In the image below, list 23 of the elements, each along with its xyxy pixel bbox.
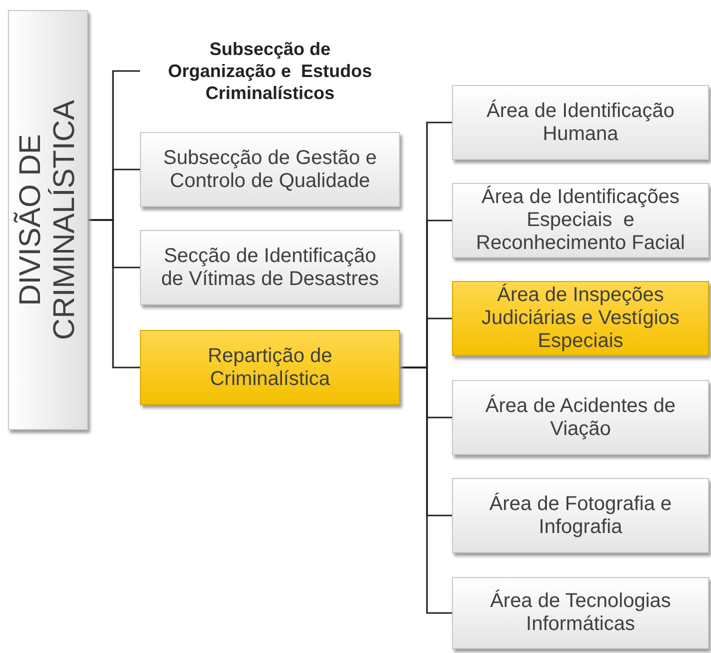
unit-box	[452, 85, 709, 160]
unit-label: Área de Inspeções Judiciárias e Vestígios Especiais	[480, 284, 680, 353]
unit-label: Área de Tecnologias Informáticas	[489, 590, 672, 636]
division-box	[8, 10, 88, 430]
connector-line	[400, 366, 452, 614]
unit-box	[452, 478, 709, 553]
connector-line	[88, 219, 140, 368]
unit-box	[452, 380, 709, 455]
unit-box	[140, 132, 400, 207]
highlighted-unit-box	[140, 330, 400, 405]
unit-box	[140, 230, 400, 305]
section-heading: Subsecção de Organização e Estudos Criminalísticos	[166, 38, 374, 104]
unit-label: Área de Acidentes de Viação	[484, 394, 677, 440]
unit-box	[452, 577, 709, 649]
highlighted-unit-box	[452, 281, 709, 356]
unit-label: Área de Identificação Humana	[486, 100, 676, 146]
unit-label: Subsecção de Gestão e Controlo de Qualidade	[162, 146, 378, 192]
unit-box	[452, 183, 709, 258]
unit-label: Área de Identificações Especiais e Reconhecimento Facial	[475, 186, 686, 255]
unit-label: DIVISÃO DE CRIMINALÍSTICA	[14, 98, 82, 342]
unit-label: Repartição de Criminalística	[206, 344, 334, 390]
unit-label: Secção de Identificação de Vítimas de Desastres	[160, 244, 380, 290]
unit-label: Área de Fotografia e Infografia	[488, 492, 673, 538]
